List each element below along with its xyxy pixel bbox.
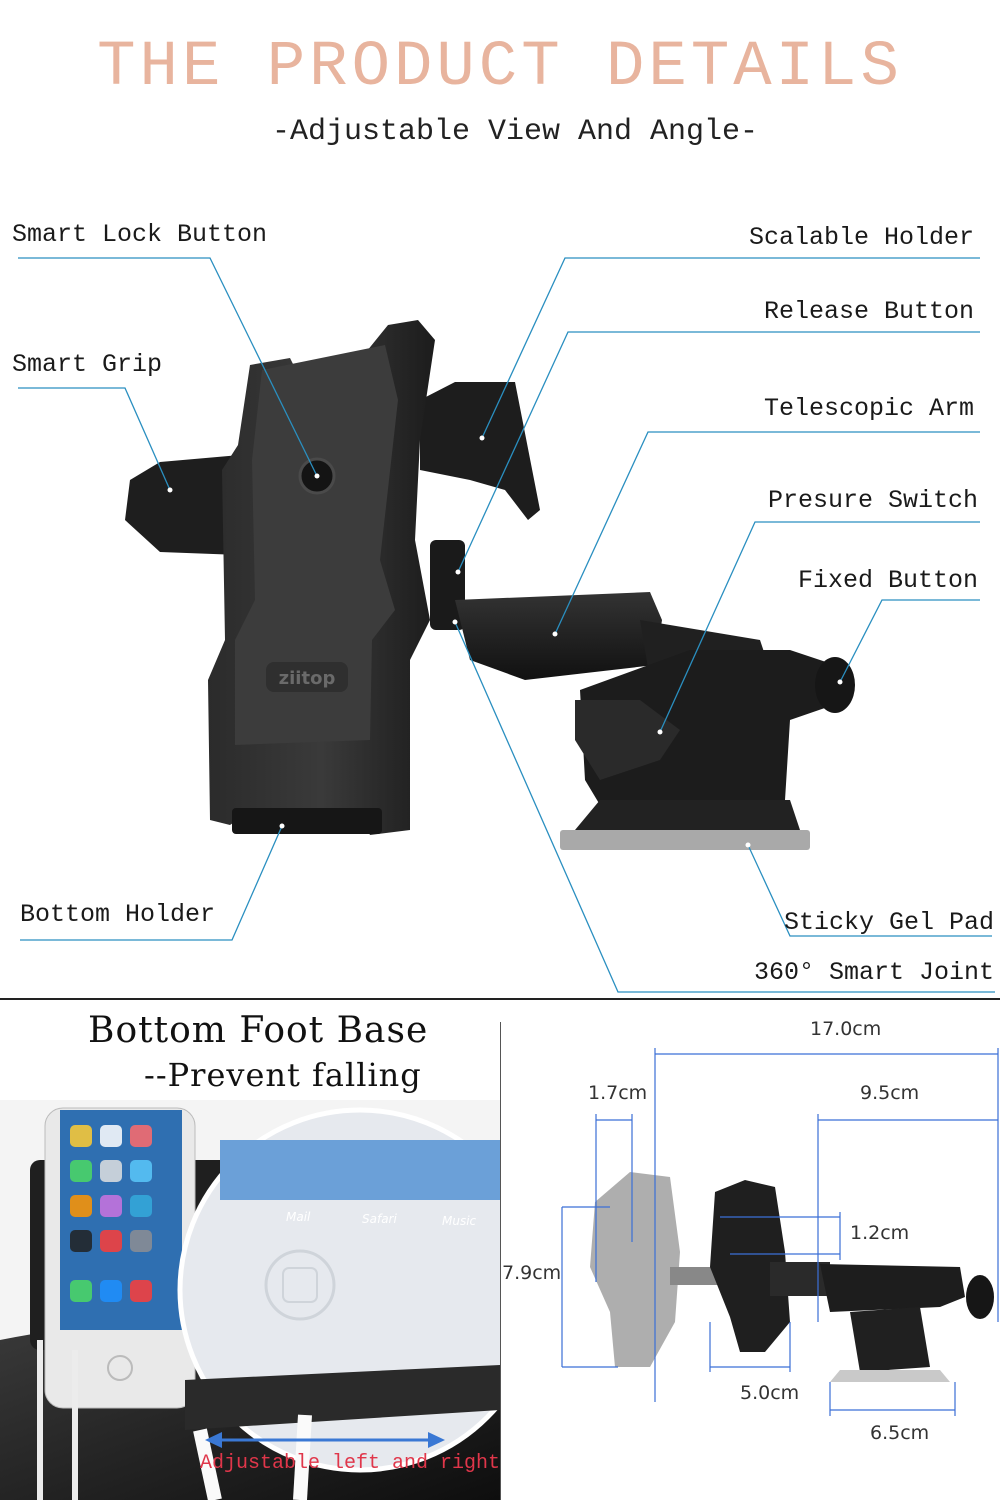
smart-joint (430, 540, 465, 630)
callout-release-button: Release Button (763, 297, 974, 326)
column-divider (500, 1022, 501, 1500)
dim-total-length: 17.0cm (810, 1018, 882, 1040)
app-label-mail: Mail (286, 1210, 311, 1224)
page-title: THE PRODUCT DETAILS (97, 32, 903, 104)
app-label-safari: Safari (362, 1212, 397, 1226)
dim-clip-gap: 1.2cm (850, 1222, 910, 1244)
callout-sticky-gel-pad: Sticky Gel Pad (783, 908, 994, 937)
adjust-caption: Adjustable left and right (200, 1452, 501, 1475)
dim-height: 7.9cm (502, 1262, 562, 1284)
sticky-gel-pad-part (560, 830, 810, 850)
leader-lines (18, 257, 995, 993)
dim-base-width: 6.5cm (870, 1422, 930, 1444)
foot-base-photo (0, 1100, 500, 1500)
base-housing (580, 650, 848, 805)
callout-smart-joint: 360° Smart Joint (753, 958, 994, 987)
callout-presure-switch: Presure Switch (767, 486, 978, 515)
dimension-diagram (561, 1048, 999, 1416)
telescopic-arm-part (455, 592, 662, 680)
section-divider (0, 998, 1000, 1000)
foot-base-title: Bottom Foot Base (88, 1010, 429, 1051)
scalable-holder-right (420, 382, 540, 520)
callout-smart-lock-button: Smart Lock Button (12, 220, 268, 249)
dim-arm-length: 9.5cm (860, 1082, 920, 1104)
foot-base-subtitle: --Prevent falling (144, 1056, 422, 1094)
callout-bottom-holder: Bottom Holder (20, 900, 216, 929)
product-illustration: ziitop (18, 257, 995, 993)
brand-logo: ziitop (279, 668, 336, 689)
callout-scalable-holder: Scalable Holder (748, 223, 974, 252)
callout-telescopic-arm: Telescopic Arm (763, 394, 974, 423)
dim-holder-width: 5.0cm (740, 1382, 800, 1404)
page-subtitle: -Adjustable View And Angle- (271, 115, 759, 149)
suction-cup (575, 800, 800, 830)
app-label-music: Music (442, 1214, 477, 1228)
dim-grip-depth: 1.7cm (588, 1082, 648, 1104)
callout-fixed-button: Fixed Button (797, 566, 978, 595)
bottom-holder-part (232, 808, 382, 834)
holder-inner-panel (235, 345, 398, 745)
callout-smart-grip: Smart Grip (12, 350, 163, 379)
